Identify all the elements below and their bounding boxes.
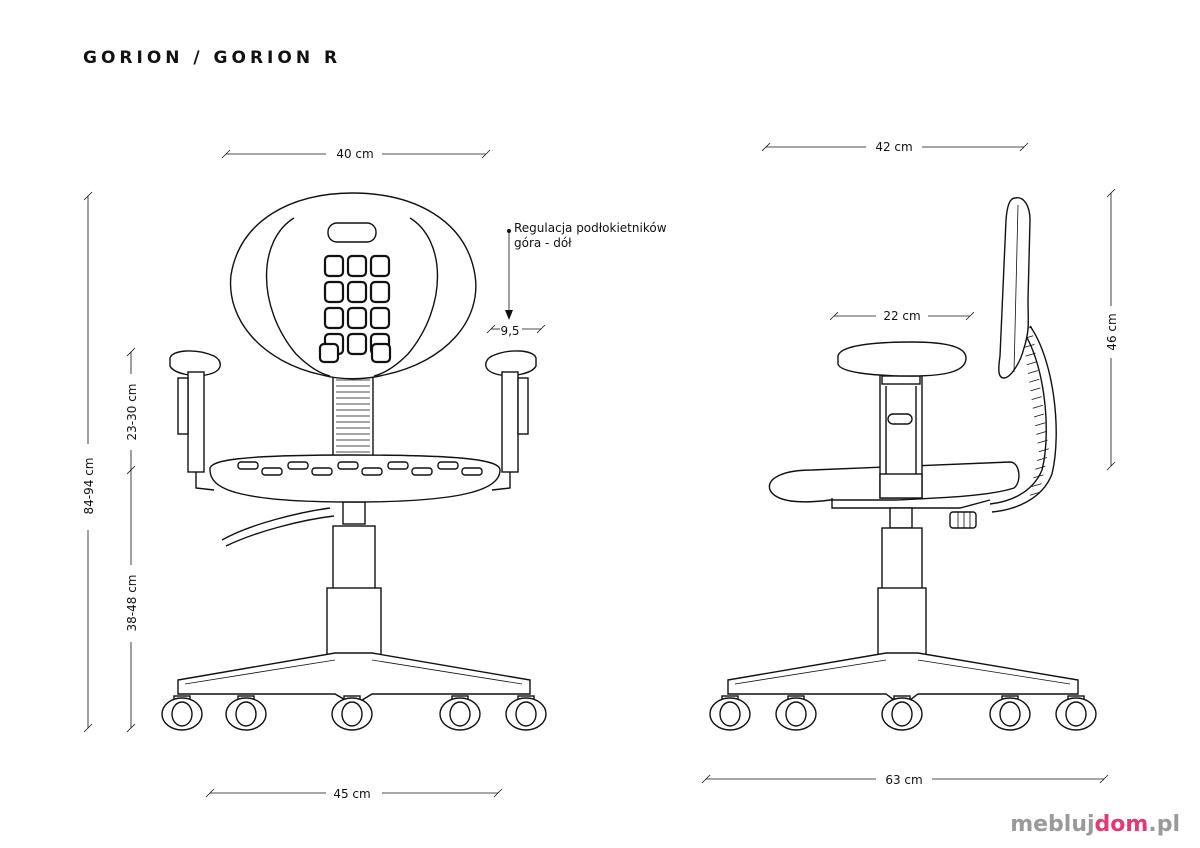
backrest-spine-ribs bbox=[336, 379, 370, 465]
side-spring-ribs bbox=[1021, 326, 1049, 496]
armrest-height-label: 23-30 cm bbox=[125, 384, 139, 441]
logo-part-meblu: meblu bbox=[1010, 812, 1087, 837]
base-depth-label: 63 cm bbox=[885, 773, 922, 787]
backrest-height-label: 46 cm bbox=[1105, 313, 1119, 350]
seat-slots bbox=[237, 461, 483, 476]
armrest-adjust-label: 9,5 bbox=[500, 324, 519, 338]
seat-depth-label: 42 cm bbox=[875, 140, 912, 154]
front-view-chair bbox=[161, 192, 547, 731]
product-title: GORION / GORION R bbox=[83, 48, 341, 68]
armrest-note-line1: Regulacja podłokietników bbox=[514, 221, 667, 235]
seat-height-label: 38-48 cm bbox=[125, 575, 139, 632]
brand-logo: meblujdom.pl bbox=[1010, 812, 1180, 837]
front-dimension-lines bbox=[83, 149, 546, 798]
side-dimension-lines bbox=[701, 142, 1116, 784]
armrest-length-label: 22 cm bbox=[883, 309, 920, 323]
side-view-chair bbox=[709, 197, 1097, 731]
base-width-label: 45 cm bbox=[333, 787, 370, 801]
front-width-label: 40 cm bbox=[336, 147, 373, 161]
logo-part-dom: dom bbox=[1095, 812, 1149, 837]
side-casters bbox=[709, 695, 1097, 731]
front-casters bbox=[161, 695, 547, 731]
backrest-ventilation-pads bbox=[318, 254, 392, 364]
armrest-note-line2: góra - dół bbox=[514, 236, 572, 250]
total-height-label: 84-94 cm bbox=[82, 458, 96, 515]
logo-part-j: j bbox=[1086, 812, 1095, 837]
logo-part-pl: .pl bbox=[1148, 812, 1180, 837]
